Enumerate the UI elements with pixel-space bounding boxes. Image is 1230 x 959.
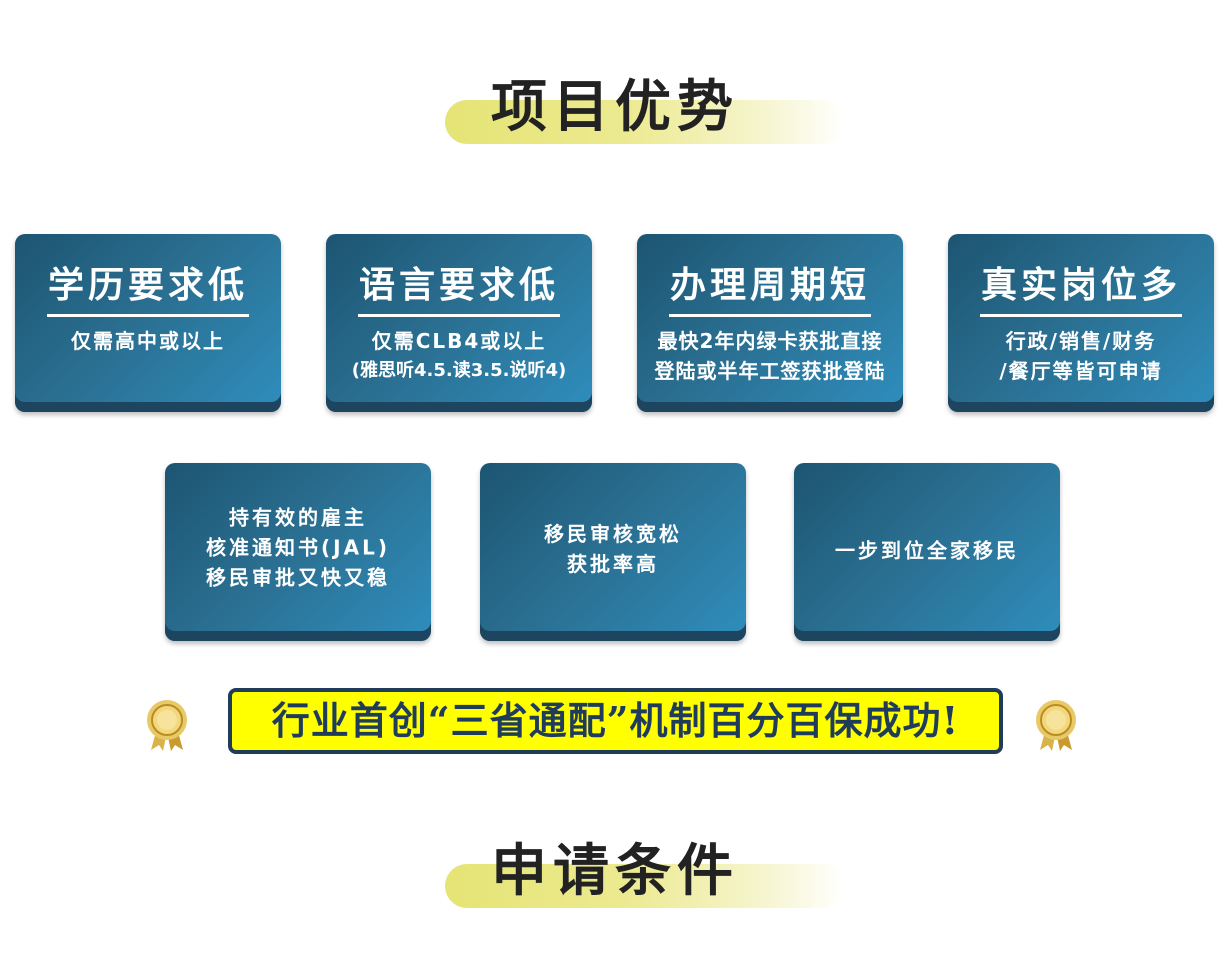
card-description-line: /餐厅等皆可申请 xyxy=(999,359,1163,383)
heading-highlight-bar xyxy=(445,100,845,144)
card-divider xyxy=(980,314,1182,317)
card-title: 办理周期短 xyxy=(669,265,870,306)
card-description-line: 一步到位全家移民 xyxy=(835,538,1019,563)
section-title-requirements: 申请条件 xyxy=(491,839,739,904)
card-description: 行政/销售/财务 /餐厅等皆可申请 xyxy=(948,326,1214,386)
card-description-line: 移民审批又快又稳 xyxy=(206,565,390,590)
card-title: 语言要求低 xyxy=(358,265,559,306)
card-description-line: 仅需CLB4或以上 xyxy=(371,329,547,353)
card-description-line: 持有效的雇主 xyxy=(229,505,367,530)
section-heading-advantages: 项目优势 xyxy=(0,62,1230,152)
card-description: 仅需高中或以上 xyxy=(15,326,281,356)
advantage-card-employer-jal: 持有效的雇主 核准通知书(JAL) 移民审批又快又稳 xyxy=(165,463,431,641)
advantage-card-language: 语言要求低 仅需CLB4或以上 (雅思听4.5.读3.5.说听4) xyxy=(326,234,592,412)
card-title: 真实岗位多 xyxy=(980,265,1181,306)
card-description: 一步到位全家移民 xyxy=(794,536,1060,566)
card-description-line: 核准通知书(JAL) xyxy=(206,535,390,560)
promo-banner: 行业首创“三省通配”机制百分百保成功! xyxy=(228,688,1003,754)
card-description: 移民审核宽松 获批率高 xyxy=(480,519,746,579)
card-divider xyxy=(358,314,560,317)
card-description: 持有效的雇主 核准通知书(JAL) 移民审批又快又稳 xyxy=(165,503,431,593)
card-description-line: 仅需高中或以上 xyxy=(71,329,225,353)
advantage-card-jobs: 真实岗位多 行政/销售/财务 /餐厅等皆可申请 xyxy=(948,234,1214,412)
advantage-card-lenient-review: 移民审核宽松 获批率高 xyxy=(480,463,746,641)
advantage-card-family-immigration: 一步到位全家移民 xyxy=(794,463,1060,641)
card-description-line: 登陆或半年工签获批登陆 xyxy=(654,359,886,383)
card-description-line: 行政/销售/财务 xyxy=(1005,329,1157,353)
card-description: 仅需CLB4或以上 (雅思听4.5.读3.5.说听4) xyxy=(326,326,592,386)
card-description-line: 移民审核宽松 xyxy=(544,522,682,546)
card-description: 最快2年内绿卡获批直接 登陆或半年工签获批登陆 xyxy=(637,326,903,386)
card-divider xyxy=(47,314,249,317)
advantage-card-education: 学历要求低 仅需高中或以上 xyxy=(15,234,281,412)
card-divider xyxy=(669,314,871,317)
card-description-line: 最快2年内绿卡获批直接 xyxy=(657,329,883,353)
advantage-card-processing-time: 办理周期短 最快2年内绿卡获批直接 登陆或半年工签获批登陆 xyxy=(637,234,903,412)
card-description-line: 获批率高 xyxy=(567,552,659,576)
section-title-advantages: 项目优势 xyxy=(491,75,739,140)
award-medal-icon xyxy=(147,700,187,751)
card-title: 学历要求低 xyxy=(47,265,248,306)
section-heading-requirements: 申请条件 xyxy=(0,826,1230,916)
award-medal-icon xyxy=(1036,700,1076,751)
card-description-line: (雅思听4.5.读3.5.说听4) xyxy=(351,360,567,381)
heading-highlight-bar xyxy=(445,864,845,908)
